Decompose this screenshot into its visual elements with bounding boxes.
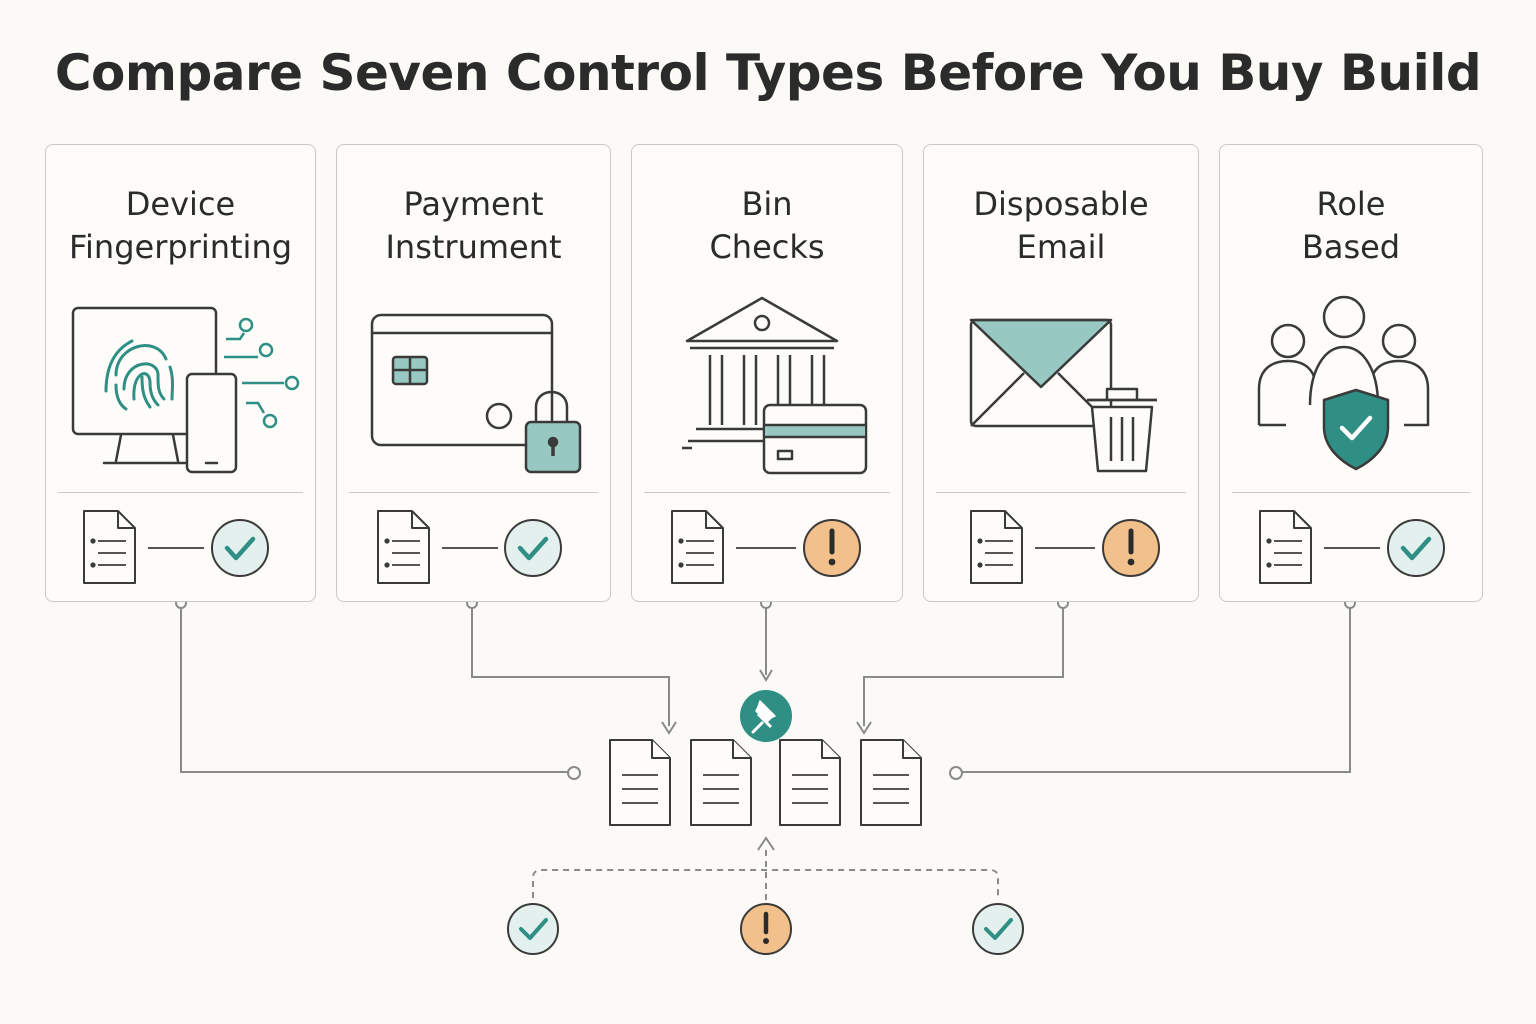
card-lock-icon [370, 313, 582, 474]
bank-card-icon [682, 296, 868, 475]
card-divider [936, 492, 1186, 493]
document-icon [690, 739, 752, 826]
card-title: Role Based [1301, 185, 1401, 266]
check-status-icon [211, 519, 269, 577]
status-row [83, 510, 269, 584]
card-disposable-email[interactable]: Disposable Email [923, 144, 1199, 602]
check-status-icon [504, 519, 562, 577]
page-title: Compare Seven Control Types Before You B… [54, 44, 1482, 102]
check-status-icon [1387, 519, 1445, 577]
document-icon [970, 510, 1023, 584]
card-divider [644, 492, 890, 493]
status-row [377, 510, 562, 584]
bottom-status-warning [740, 903, 792, 955]
status-row [970, 510, 1160, 584]
users-shield-icon [1257, 295, 1430, 471]
status-row [1259, 510, 1445, 584]
dashed-branch [532, 869, 999, 898]
shield-icon [1322, 388, 1390, 471]
warning-status-icon [803, 519, 861, 577]
card-title: Bin Checks [709, 185, 825, 266]
bottom-status-check-1 [507, 903, 559, 955]
connector-payment [471, 608, 670, 726]
bottom-status-check-2 [972, 903, 1024, 955]
card-payment-instrument[interactable]: Payment Instrument [336, 144, 611, 602]
document-icon [1259, 510, 1312, 584]
email-trash-icon [969, 318, 1157, 473]
card-title: Disposable Email [973, 185, 1149, 266]
card-bin-checks[interactable]: Bin Checks [631, 144, 903, 602]
connector-device [180, 608, 568, 773]
warning-status-icon [1102, 519, 1160, 577]
card-divider [349, 492, 598, 493]
document-icon [377, 510, 430, 584]
card-role-based[interactable]: Role Based [1219, 144, 1483, 602]
connector-role [962, 608, 1351, 773]
pushpin-icon [740, 690, 792, 742]
card-title: Device Fingerprinting [68, 185, 293, 266]
document-icon [609, 739, 671, 826]
status-row [671, 510, 861, 584]
card-device-fingerprinting[interactable]: Device Fingerprinting [45, 144, 316, 602]
document-icon [860, 739, 922, 826]
fingerprint-devices-icon [71, 306, 300, 474]
documents-stack [609, 739, 922, 826]
document-icon [779, 739, 841, 826]
card-divider [58, 492, 303, 493]
card-divider [1232, 492, 1470, 493]
card-title: Payment Instrument [385, 185, 562, 266]
document-icon [83, 510, 136, 584]
connector-disposable [863, 608, 1064, 726]
document-icon [671, 510, 724, 584]
